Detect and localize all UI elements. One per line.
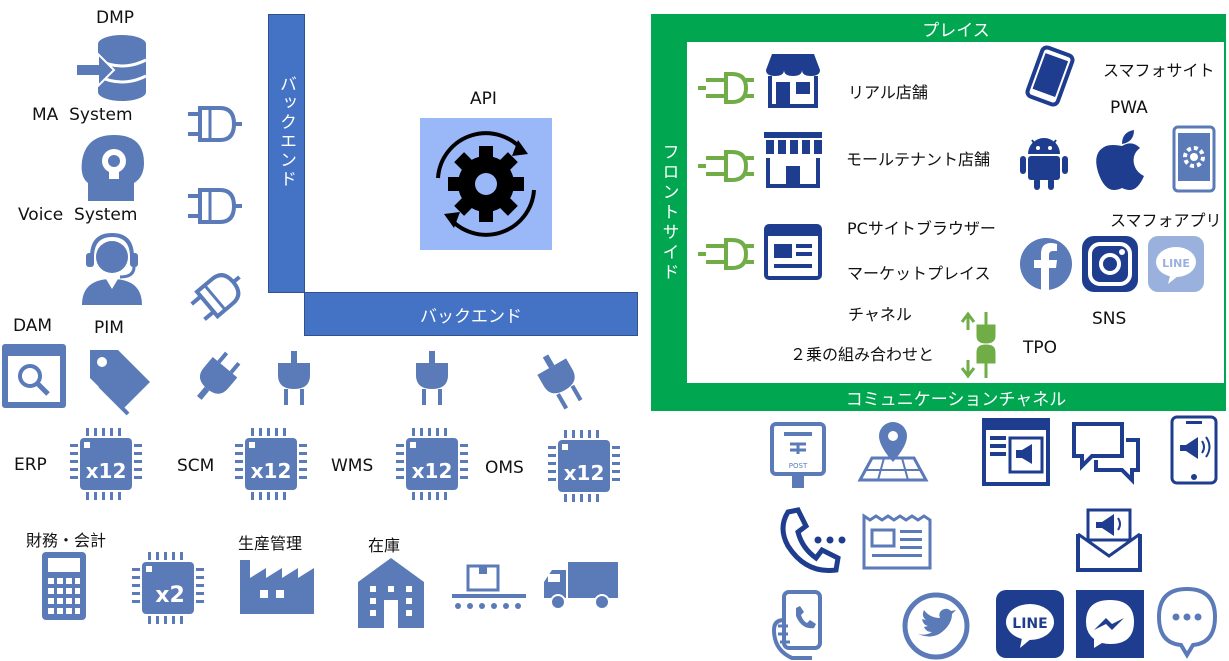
- green-connector-icon: [698, 238, 754, 270]
- factory-icon: [240, 560, 314, 614]
- pwa-label: PWA: [1110, 98, 1148, 118]
- svg-text:x12: x12: [251, 459, 292, 483]
- finance-label: 財務・会計: [26, 531, 107, 550]
- newspaper-icon: [862, 513, 932, 570]
- voice-system-label: Voice System: [18, 205, 138, 225]
- window-search-icon: [2, 344, 66, 408]
- backend-horizontal-bar: バックエンド: [304, 292, 638, 336]
- ma-system-label: MA System: [32, 105, 133, 125]
- web-ad-icon: [982, 418, 1050, 486]
- communication-channel-bar: コミュニケーションチャネル: [686, 383, 1226, 411]
- gear-sync-icon: [436, 131, 536, 237]
- scm-label: SCM: [177, 456, 215, 476]
- processor-chip-icon: x12: [70, 428, 142, 500]
- twitter-icon: [902, 592, 970, 660]
- svg-text:POST: POST: [789, 462, 808, 470]
- apple-icon: [1096, 130, 1144, 190]
- plug-icon: [416, 351, 448, 405]
- conveyor-box-icon: [452, 564, 526, 609]
- facebook-icon: [1020, 238, 1072, 290]
- production-label: 生産管理: [238, 534, 303, 553]
- warehouse-building-icon: [358, 558, 424, 628]
- database-icon: [75, 35, 147, 101]
- phone-call-icon: [780, 507, 846, 573]
- postbox-icon: POST: [770, 422, 826, 488]
- channel-label: チャネル: [848, 305, 912, 324]
- phone-settings-icon: [1172, 125, 1216, 193]
- pim-label: PIM: [94, 318, 124, 338]
- dmp-label: DMP: [96, 8, 135, 28]
- plug-icon: [196, 351, 241, 400]
- green-connector-icon: [698, 72, 754, 104]
- place-bar: プレイス: [686, 14, 1226, 42]
- plug-icon: [537, 354, 583, 410]
- chat-bubbles-icon: [1072, 422, 1140, 485]
- combination-label: ２乗の組み合わせと: [790, 345, 935, 364]
- price-tag-icon: [90, 350, 150, 416]
- connector-icon: [188, 188, 242, 224]
- smartphone-icon: [1025, 45, 1075, 107]
- processor-chip-icon: x12: [548, 430, 620, 502]
- mall-store-label: モールテナント店舗: [846, 150, 991, 169]
- browser-window-icon: [764, 224, 822, 280]
- head-lightbulb-icon: [81, 135, 144, 201]
- headset-operator-icon: [82, 232, 142, 305]
- oms-label: OMS: [485, 458, 524, 478]
- smartphone-app-label: スマフォアプリ: [1110, 211, 1222, 230]
- hand-smartphone-icon: [771, 590, 822, 660]
- backend-vertical-bar: バックエンド: [268, 14, 305, 293]
- marketplace-label: マーケットプレイス: [847, 264, 991, 283]
- line-icon: LINE: [1148, 236, 1204, 292]
- svg-text:x12: x12: [412, 459, 453, 483]
- connect-plug-icon: [960, 311, 996, 379]
- instagram-icon: [1082, 236, 1138, 292]
- pc-browser-label: PCサイトブラウザー: [847, 219, 996, 238]
- processor-chip-icon: x12: [396, 428, 468, 500]
- calculator-icon: [42, 552, 86, 620]
- svg-text:x12: x12: [86, 459, 127, 483]
- line-app-icon: LINE: [996, 590, 1064, 658]
- svg-text:LINE: LINE: [1162, 257, 1190, 270]
- green-connector-icon: [698, 150, 754, 182]
- frontside-side-bar: フロントサイド: [651, 14, 687, 411]
- android-icon: [1020, 138, 1068, 190]
- svg-text:LINE: LINE: [1012, 616, 1047, 632]
- api-label: API: [470, 89, 497, 109]
- connector-icon: [188, 106, 242, 142]
- email-announcement-icon: [1076, 508, 1142, 572]
- messenger-icon: [1076, 590, 1144, 658]
- svg-text:x12: x12: [564, 461, 605, 485]
- sns-label: SNS: [1092, 309, 1127, 329]
- mall-store-icon: [764, 132, 822, 188]
- delivery-truck-icon: [544, 562, 618, 610]
- smartphone-site-label: スマフォサイト: [1103, 61, 1215, 80]
- map-pin-icon: [857, 422, 929, 482]
- storefront-icon: [766, 54, 820, 108]
- svg-text:x2: x2: [155, 583, 185, 608]
- inventory-label: 在庫: [368, 536, 401, 555]
- real-store-label: リアル店舗: [848, 83, 928, 102]
- connector-icon: [190, 273, 241, 321]
- tpo-label: TPO: [1023, 338, 1058, 358]
- dam-label: DAM: [13, 316, 53, 336]
- wms-label: WMS: [331, 456, 374, 476]
- plug-icon: [278, 351, 310, 405]
- processor-chip-icon: x2: [132, 552, 204, 624]
- speech-bubble-icon: [1156, 586, 1218, 659]
- erp-label: ERP: [14, 455, 47, 475]
- mobile-announcement-icon: [1170, 415, 1218, 485]
- processor-chip-icon: x12: [235, 428, 307, 500]
